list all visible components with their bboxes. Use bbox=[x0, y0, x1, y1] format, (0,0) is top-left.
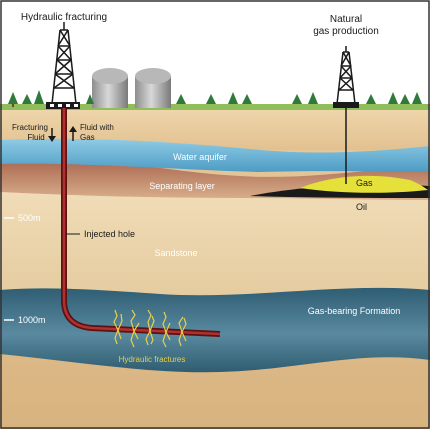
storage-silos bbox=[92, 68, 171, 108]
fluid-up-arrow-icon bbox=[69, 126, 77, 141]
water-aquifer-label: Water aquifer bbox=[173, 152, 227, 162]
hydraulic-fractures-label: Hydraulic fractures bbox=[119, 355, 186, 364]
grass-strip bbox=[0, 104, 430, 110]
natural-gas-label-line1: Natural bbox=[330, 14, 362, 25]
gas-label: Gas bbox=[356, 178, 373, 188]
gas-pocket bbox=[300, 175, 428, 193]
fracking-derrick-icon bbox=[51, 22, 77, 105]
trees bbox=[8, 90, 422, 107]
natural-gas-label-line2: gas production bbox=[313, 26, 379, 37]
gas-production-derrick-base bbox=[333, 102, 359, 108]
separating-layer-label: Separating layer bbox=[149, 181, 215, 191]
water-aquifer-band bbox=[0, 138, 430, 172]
fluid-with-gas-label-line1: Fluid with bbox=[80, 123, 114, 132]
fracturing-fluid-label-line1: Fracturing bbox=[12, 123, 48, 132]
depth-500-label: 500m bbox=[18, 213, 41, 223]
hydraulic-fractures-marks bbox=[113, 309, 187, 348]
injected-hole-pipe bbox=[62, 108, 221, 336]
hydraulic-fracturing-label: Hydraulic fracturing bbox=[21, 12, 107, 23]
injected-hole-label: Injected hole bbox=[84, 229, 135, 239]
depth-1000-label: 1000m bbox=[18, 315, 46, 325]
gas-production-derrick-icon bbox=[336, 46, 356, 105]
gas-bearing-formation-label: Gas-bearing Formation bbox=[308, 306, 401, 316]
sky bbox=[0, 0, 430, 110]
fracking-derrick-base bbox=[46, 102, 80, 109]
sandstone-layer bbox=[0, 192, 430, 296]
fracturing-fluid-label-line2: Fluid bbox=[27, 133, 44, 142]
fluid-with-gas-label-line2: Gas bbox=[80, 133, 95, 142]
topsoil-layer bbox=[0, 106, 430, 150]
gas-bearing-formation-layer bbox=[0, 287, 430, 373]
oil-label: Oil bbox=[356, 202, 367, 212]
sandstone-label: Sandstone bbox=[154, 248, 197, 258]
fluid-down-arrow-icon bbox=[48, 128, 56, 142]
